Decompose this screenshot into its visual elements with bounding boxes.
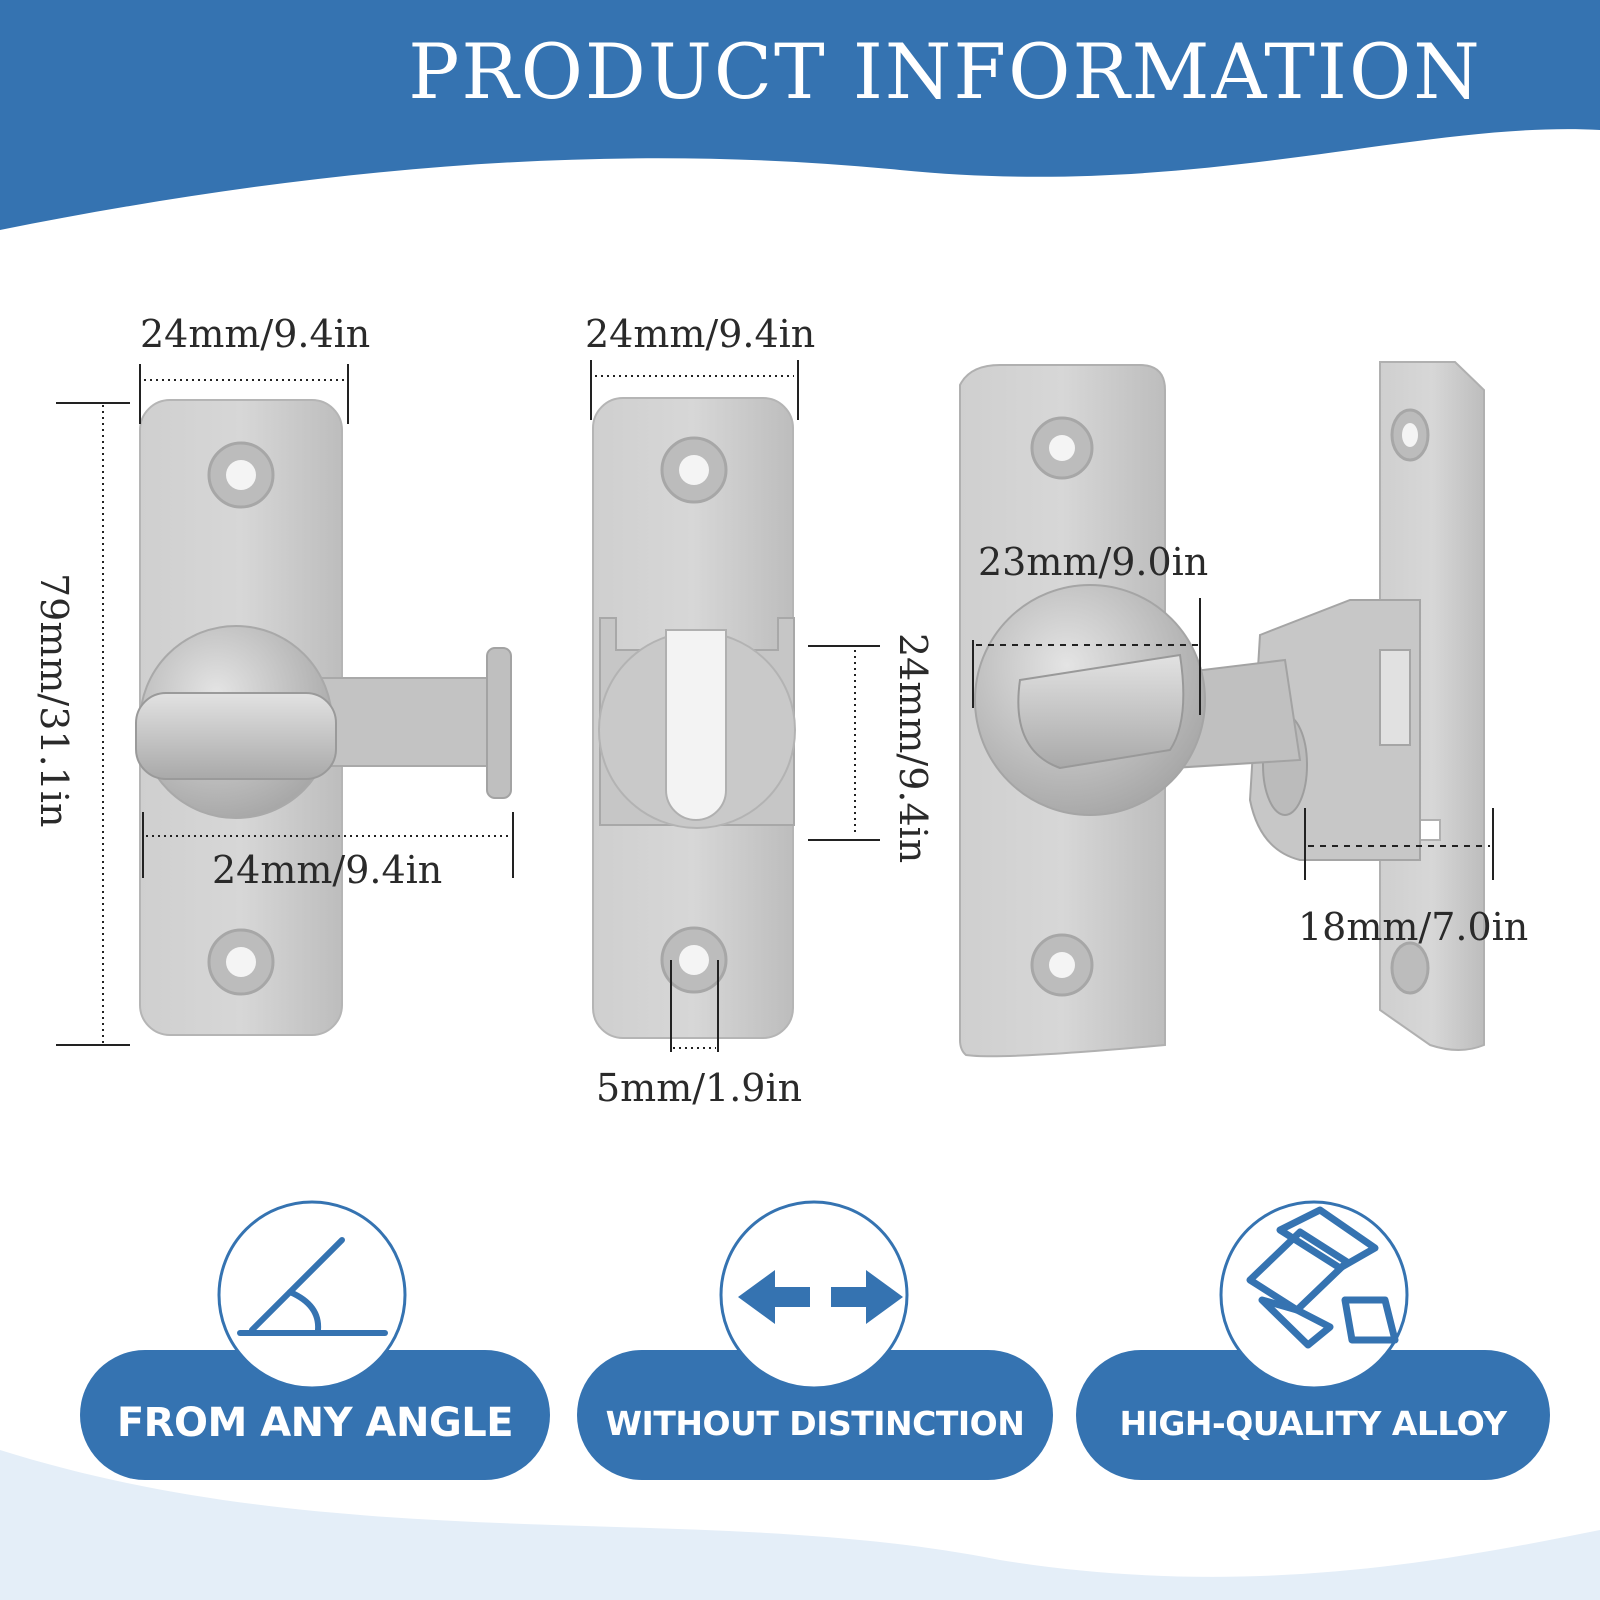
right-knob-width-label: 23mm/9.0in bbox=[978, 540, 1209, 584]
angle-icon bbox=[237, 1237, 388, 1336]
latch-receiver-view bbox=[592, 397, 796, 1039]
footer-wave bbox=[0, 1450, 1600, 1600]
middle-block-height-label: 24mm/9.4in bbox=[891, 633, 935, 864]
header-banner bbox=[0, 0, 1600, 230]
middle-dimension-lines bbox=[590, 360, 880, 1052]
feature-pill-2 bbox=[577, 1200, 1053, 1480]
left-dimension-lines bbox=[56, 364, 514, 1046]
latch-front-view bbox=[135, 399, 512, 1036]
left-arm-width-label: 24mm/9.4in bbox=[212, 848, 443, 892]
right-dimension-lines bbox=[972, 598, 1494, 880]
double-arrow-icon bbox=[738, 1270, 903, 1324]
left-height-label: 79mm/31.1in bbox=[32, 573, 76, 828]
feature-label-angle: FROM ANY ANGLE bbox=[116, 1400, 514, 1446]
feature-label-distinction: WITHOUT DISTINCTION bbox=[605, 1404, 1025, 1443]
middle-slot-width-label: 5mm/1.9in bbox=[596, 1066, 803, 1110]
alloy-bars-icon bbox=[1246, 1206, 1399, 1349]
left-top-width-label: 24mm/9.4in bbox=[140, 312, 371, 356]
feature-label-alloy: HIGH-QUALITY ALLOY bbox=[1119, 1404, 1507, 1443]
latch-side-view bbox=[959, 361, 1485, 1058]
right-plate-width-label: 18mm/7.0in bbox=[1298, 905, 1529, 949]
page-title: PRODUCT INFORMATION bbox=[408, 27, 1482, 116]
middle-top-width-label: 24mm/9.4in bbox=[585, 312, 816, 356]
feature-pill-1 bbox=[80, 1200, 550, 1480]
